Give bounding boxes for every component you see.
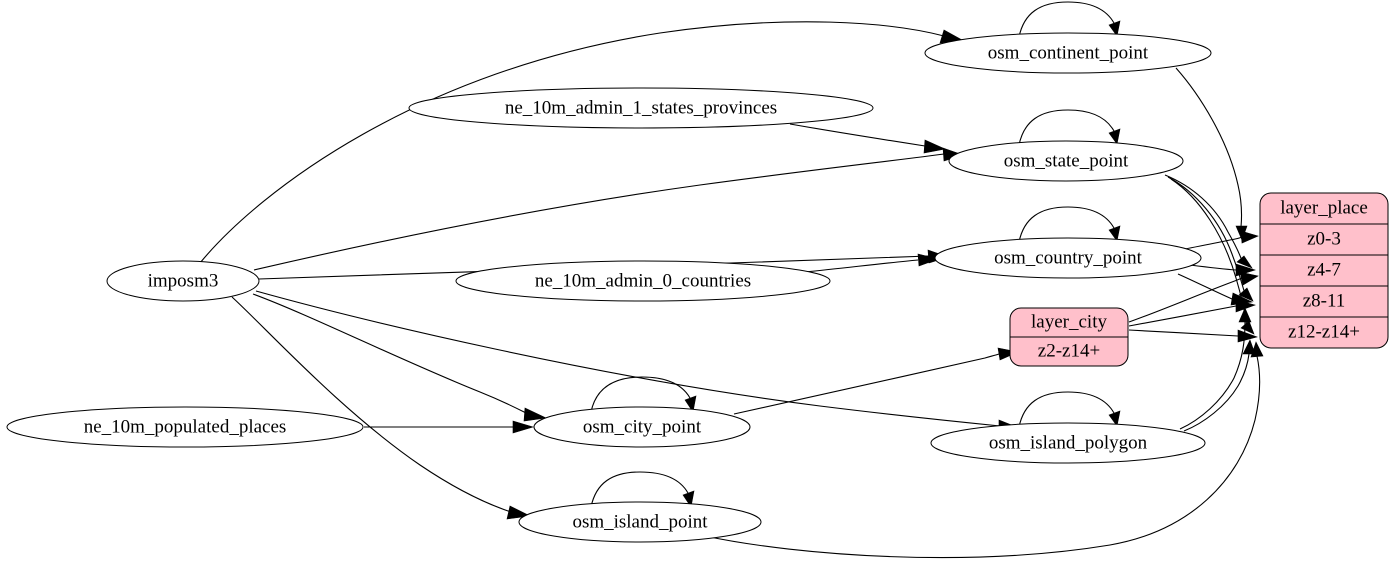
node-ne-10m-admin-1-states-provinces[interactable]: ne_10m_admin_1_states_provinces <box>408 87 874 129</box>
edge-imposm3-to-osm-continent-point <box>199 21 963 264</box>
edge-ne-countries-to-osm-country-point <box>804 253 940 273</box>
node-osm-island-polygon[interactable]: osm_island_polygon <box>930 422 1206 464</box>
edge-osm-city-point-to-layer-city <box>733 347 1019 415</box>
node-layer: imposm3 ne_10m_admin_1_states_provinces … <box>6 32 1389 543</box>
edge-self-loop-osm-city-point <box>590 376 697 413</box>
node-osm-country-point[interactable]: osm_country_point <box>934 237 1202 279</box>
edge-self-loop-osm-country-point <box>1018 206 1121 243</box>
edge-self-loop-osm-continent-point <box>1018 1 1121 38</box>
edge-imposm3-to-osm-state-point <box>253 147 964 271</box>
edge-ne-states-to-osm-state-point <box>789 123 946 154</box>
edge-osm-island-polygon-to-layer-place-z8-11 <box>1179 307 1252 430</box>
edge-osm-island-polygon-to-layer-place-z12 <box>1183 339 1256 432</box>
node-ne-10m-admin-0-countries[interactable]: ne_10m_admin_0_countries <box>455 260 831 302</box>
edge-layer <box>199 1 1264 559</box>
edge-self-loop-osm-state-point <box>1018 109 1121 146</box>
node-imposm3[interactable]: imposm3 <box>106 260 260 302</box>
node-ne-10m-populated-places[interactable]: ne_10m_populated_places <box>6 406 364 448</box>
edge-layer-city-to-layer-place-z8-11 <box>1128 299 1256 327</box>
edge-osm-country-point-to-layer-place-z0-3 <box>1184 230 1259 250</box>
edge-self-loop-osm-island-point <box>590 471 695 508</box>
node-osm-island-point[interactable]: osm_island_point <box>518 501 762 543</box>
node-osm-city-point[interactable]: osm_city_point <box>533 406 751 448</box>
node-layer-place[interactable]: layer_place z0-3 z4-7 z8-11 z12-z14+ <box>1259 192 1389 349</box>
node-layer-city[interactable]: layer_city z2-z14+ <box>1009 307 1129 367</box>
node-osm-state-point[interactable]: osm_state_point <box>948 140 1184 182</box>
node-osm-continent-point[interactable]: osm_continent_point <box>924 32 1212 74</box>
edge-osm-island-point-to-layer-place-z12 <box>704 341 1264 559</box>
edge-osm-state-point-to-layer-place-z4-7 <box>1164 174 1253 269</box>
edge-ne-places-to-osm-city-point <box>364 420 535 434</box>
edge-layer-city-to-layer-place-z4-7 <box>1128 271 1259 323</box>
edge-osm-continent-point-to-layer-place-z0-3 <box>1175 67 1248 241</box>
edge-imposm3-to-osm-island-point <box>231 296 532 520</box>
edge-imposm3-to-osm-city-point <box>252 293 548 422</box>
edge-self-loop-osm-island-polygon <box>1018 391 1121 428</box>
edge-osm-state-point-to-layer-place-z8-11 <box>1167 176 1254 302</box>
edge-layer-city-to-layer-place-z12 <box>1128 329 1258 343</box>
